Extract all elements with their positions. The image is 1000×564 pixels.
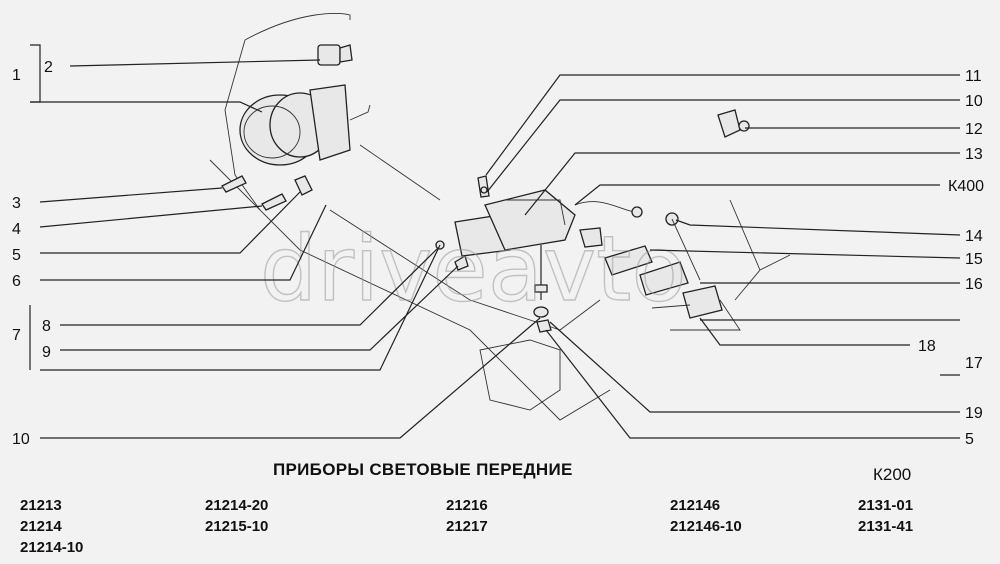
model-item: 21214-10 — [20, 539, 84, 556]
diagram-code: К200 — [873, 465, 912, 484]
callout-11: 11 — [965, 68, 982, 85]
callout-17: 17 — [965, 355, 983, 372]
leader-lines — [29, 44, 961, 439]
callout-10-left: 10 — [12, 431, 30, 448]
model-item: 212146 — [670, 497, 721, 514]
callout-5: 5 — [12, 247, 21, 264]
turn-signal-assembly — [454, 175, 643, 257]
callout-16: 16 — [965, 276, 983, 293]
model-item: 21213 — [20, 497, 62, 514]
watermark-text: driveavto — [260, 217, 687, 322]
callout-7: 7 — [12, 327, 21, 344]
callout-2: 2 — [44, 59, 53, 76]
model-item: 212146-10 — [670, 518, 742, 535]
model-item: 21215-10 — [205, 518, 269, 535]
model-item: 21216 — [446, 497, 488, 514]
callout-19: 19 — [965, 405, 983, 422]
callout-6: 6 — [12, 273, 21, 290]
model-column-5: 2131-01 2131-41 — [858, 495, 913, 537]
model-column-4: 212146 212146-10 — [670, 495, 742, 537]
bulb-12 — [717, 109, 750, 138]
callout-15: 15 — [965, 251, 983, 268]
callout-4: 4 — [12, 221, 21, 238]
diagram-title: ПРИБОРЫ СВЕТОВЫЕ ПЕРЕДНИЕ — [273, 460, 573, 479]
callout-9: 9 — [42, 344, 51, 361]
side-repeater-parts — [604, 212, 723, 319]
model-item: 2131-41 — [858, 518, 914, 535]
callout-14: 14 — [965, 228, 983, 245]
headlight-assembly — [239, 44, 371, 166]
callout-8: 8 — [42, 318, 51, 335]
model-column-2: 21214-20 21215-10 — [205, 495, 268, 537]
callout-10-right: 10 — [965, 93, 983, 110]
callouts: 1 2 3 4 5 6 7 8 9 10 11 10 12 13 К400 14… — [12, 59, 984, 448]
model-item: 21214 — [20, 518, 62, 535]
callout-5-right: 5 — [965, 431, 974, 448]
model-item: 21217 — [446, 518, 488, 535]
callout-13: 13 — [965, 146, 983, 163]
model-column-1: 21213 21214 21214-10 — [20, 495, 83, 558]
callout-18: 18 — [918, 338, 936, 355]
model-column-3: 21216 21217 — [446, 495, 488, 537]
body-outline — [209, 12, 791, 421]
callout-1: 1 — [12, 67, 21, 84]
model-item: 2131-01 — [858, 497, 914, 514]
washer-stack — [533, 245, 552, 333]
model-item: 21214-20 — [205, 497, 269, 514]
callout-3: 3 — [12, 195, 21, 212]
callout-12: 12 — [965, 121, 983, 138]
callout-k400: К400 — [948, 178, 984, 195]
